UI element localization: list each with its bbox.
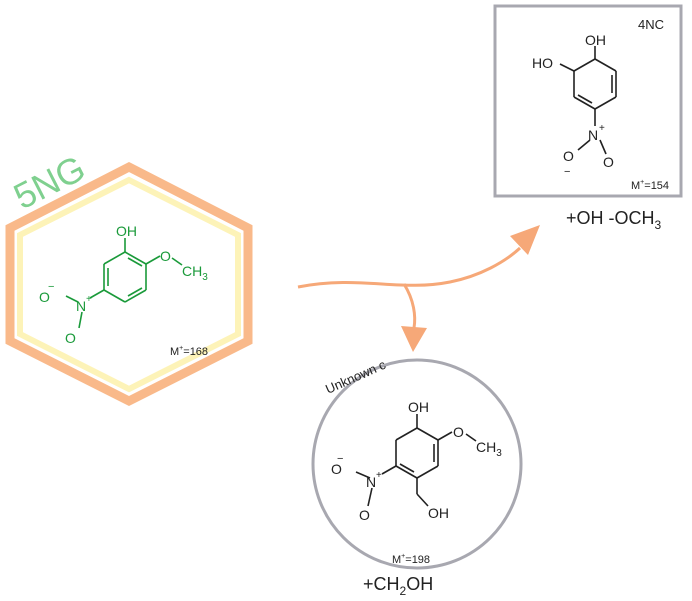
labels-unknown: OH O CH3 N + O − O OH — [331, 399, 502, 523]
nitro-o-bottom-4nc: O — [603, 154, 614, 170]
nitro-n-5ng: N — [76, 298, 86, 314]
frame-4nc — [493, 4, 683, 198]
arrow-to-4nc — [297, 246, 522, 289]
hexagon-5ng — [5, 161, 253, 407]
arrowhead-4nc — [510, 225, 540, 255]
nitro-minus-unknown: − — [337, 453, 343, 465]
oh-left-4nc: HO — [532, 55, 553, 71]
nitro-o-bottom-unknown: O — [359, 507, 370, 523]
o-methoxy-unknown: O — [453, 424, 464, 440]
nitro-plus-4nc: + — [599, 123, 605, 134]
mass-unknown: M+=198 — [392, 553, 430, 566]
nitro-plus-5ng: + — [86, 294, 92, 305]
ch3-unknown: CH3 — [476, 439, 502, 459]
mass-4nc: M+=154 — [631, 179, 669, 192]
labels-5ng: OH O CH3 N + O − O — [39, 223, 208, 346]
transformation-unknown: +CH2OH — [363, 574, 433, 598]
structure-4nc — [559, 46, 617, 155]
oh-5ng: OH — [116, 223, 137, 239]
oh-unknown: OH — [408, 399, 429, 415]
nitro-o-bottom-5ng: O — [65, 330, 76, 346]
ch3-5ng: CH3 — [182, 263, 208, 283]
structure-5ng — [65, 238, 183, 329]
arrowhead-unknown — [401, 326, 427, 352]
nitro-o-top-4nc: O — [563, 148, 574, 164]
transformation-4nc: +OH -OCH3 — [566, 208, 662, 232]
structure-unknown — [355, 414, 477, 507]
nitro-n-unknown: N — [366, 474, 376, 490]
labels-4nc: OH HO N + O − O — [532, 32, 614, 178]
label-unknown: Unknown c — [323, 357, 388, 397]
ch2oh-unknown: OH — [428, 505, 449, 521]
label-4nc: 4NC — [638, 17, 664, 32]
mass-5ng: M+=168 — [170, 345, 208, 358]
nitro-o-top-unknown: O — [331, 461, 342, 477]
nitro-plus-unknown: + — [376, 470, 382, 481]
nitro-minus-4nc: − — [564, 166, 570, 178]
frame-unknown — [311, 358, 523, 570]
o-methoxy-5ng: O — [160, 248, 171, 264]
arrow-to-unknown — [402, 283, 417, 329]
nitro-n-4nc: N — [588, 127, 598, 143]
reaction-arrows — [297, 225, 540, 352]
oh-top-4nc: OH — [585, 32, 606, 48]
nitro-minus-5ng: − — [48, 281, 54, 293]
nitro-o-top-5ng: O — [39, 289, 50, 305]
